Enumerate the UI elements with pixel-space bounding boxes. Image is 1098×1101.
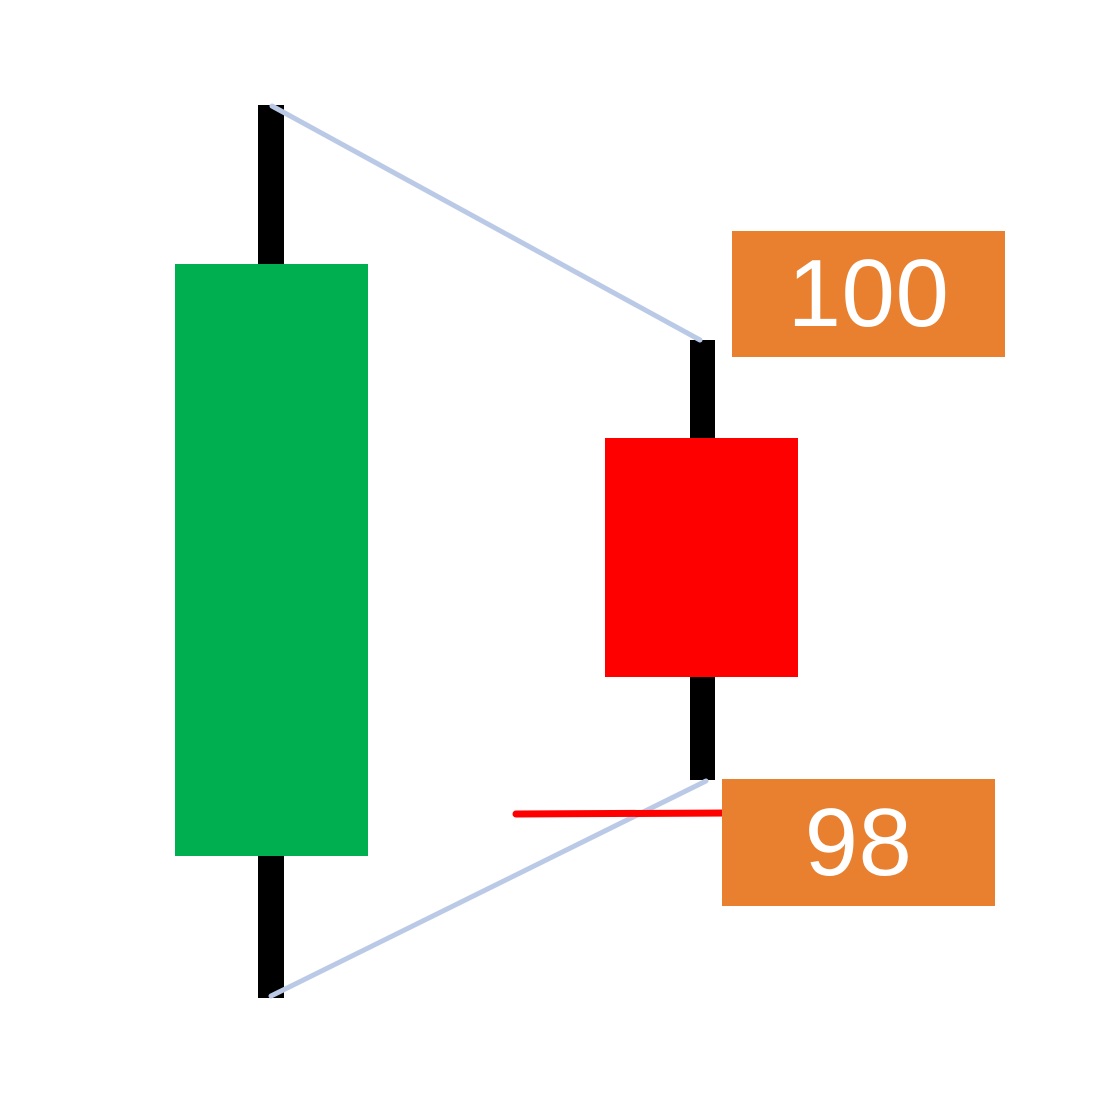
bearish-candle-body (605, 438, 798, 677)
price-label-high: 100 (732, 231, 1005, 357)
bullish-candle-body (175, 264, 368, 856)
high-connector-line (269, 103, 703, 343)
price-label-low-text: 98 (804, 788, 913, 896)
low-level-marker-line (512, 809, 733, 818)
price-label-high-text: 100 (787, 240, 950, 347)
bearish-candle (605, 340, 798, 780)
price-label-low: 98 (722, 779, 995, 906)
bullish-candle (175, 105, 368, 998)
